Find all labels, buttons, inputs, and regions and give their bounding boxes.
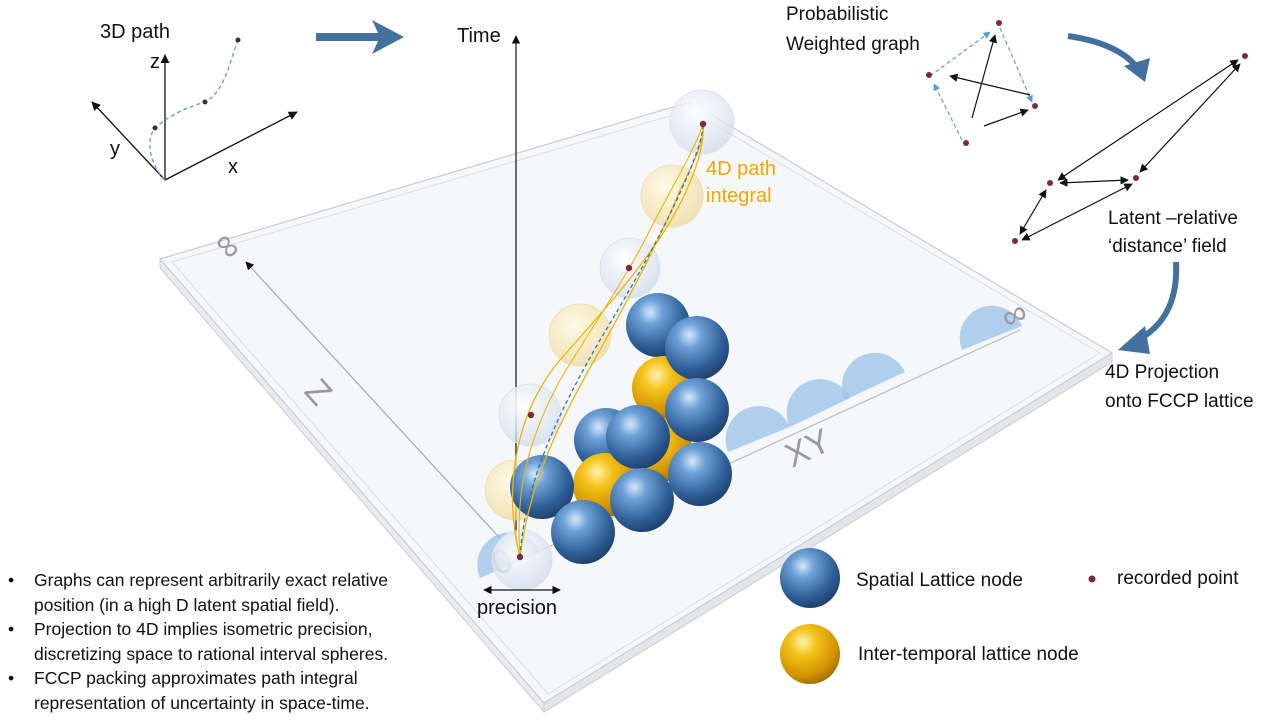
path3d-inset: 3D path z y x — [91, 21, 298, 181]
legend-temporal-label: Inter-temporal lattice node — [858, 644, 1079, 665]
legend-spatial-label: Spatial Lattice node — [856, 570, 1023, 591]
recorded-point — [527, 411, 535, 419]
spatial-lattice-node — [665, 378, 729, 442]
path-integral-curves — [511, 123, 704, 558]
path-recorded-points — [516, 120, 707, 561]
path-integral-label-2: integral — [706, 185, 772, 207]
projection-label-2: onto FCCP lattice — [1105, 391, 1254, 412]
note-item: FCCP packing approximates path integral … — [8, 666, 438, 715]
legend-recorded-label: recorded point — [1117, 568, 1239, 589]
flow-arrow-right — [316, 20, 404, 54]
path3d-label: 3D path — [100, 21, 170, 43]
ghost-sphere — [491, 529, 553, 591]
legend-recorded-swatch — [1088, 575, 1096, 583]
lattice-spheres — [510, 293, 732, 564]
note-item: Projection to 4D implies isometric preci… — [8, 617, 438, 666]
legend-spatial-swatch — [780, 548, 840, 608]
legend: Spatial Lattice node Inter-temporal latt… — [780, 548, 1239, 684]
path3d-point — [152, 125, 158, 131]
recorded-point — [699, 120, 707, 128]
spatial-lattice-node — [665, 316, 729, 380]
plate-z-axis — [245, 261, 521, 561]
y-axis — [91, 101, 166, 181]
path3d-curve — [149, 39, 239, 181]
latent-label-1: Latent –relative — [1108, 208, 1238, 229]
latent-label-2: ‘distance’ field — [1108, 236, 1227, 257]
flow-arrow-head-2 — [1118, 326, 1150, 354]
recorded-point — [625, 264, 633, 272]
spatial-lattice-node — [610, 468, 674, 532]
axis-x-label: x — [228, 156, 238, 178]
path3d-point — [202, 99, 208, 105]
axis-z-label: z — [150, 51, 160, 73]
spatial-lattice-node — [606, 405, 670, 469]
notes-list: Graphs can represent arbitrarily exact r… — [8, 568, 438, 715]
path-integral-label-1: 4D path — [706, 158, 776, 180]
prob-graph-label-2: Weighted graph — [786, 34, 920, 55]
ghost-sphere — [640, 164, 704, 228]
recorded-point — [516, 553, 524, 561]
legend-temporal-swatch — [780, 624, 840, 684]
projection-label-1: 4D Projection — [1105, 362, 1219, 383]
prob-graph-label-1: Probabilistic — [786, 4, 888, 25]
prob-graph: Probabilistic Weighted graph — [786, 4, 1038, 146]
spatial-lattice-node — [668, 442, 732, 506]
path3d-point — [235, 37, 241, 43]
latent-field: Latent –relative ‘distance’ field — [1012, 53, 1248, 257]
x-axis — [164, 111, 298, 181]
axis-y-label: y — [110, 138, 120, 160]
precision-label: precision — [477, 597, 557, 619]
time-label: Time — [457, 25, 501, 47]
note-item: Graphs can represent arbitrarily exact r… — [8, 568, 438, 617]
spatial-lattice-node — [551, 500, 615, 564]
spatial-lattice-node — [510, 455, 574, 519]
